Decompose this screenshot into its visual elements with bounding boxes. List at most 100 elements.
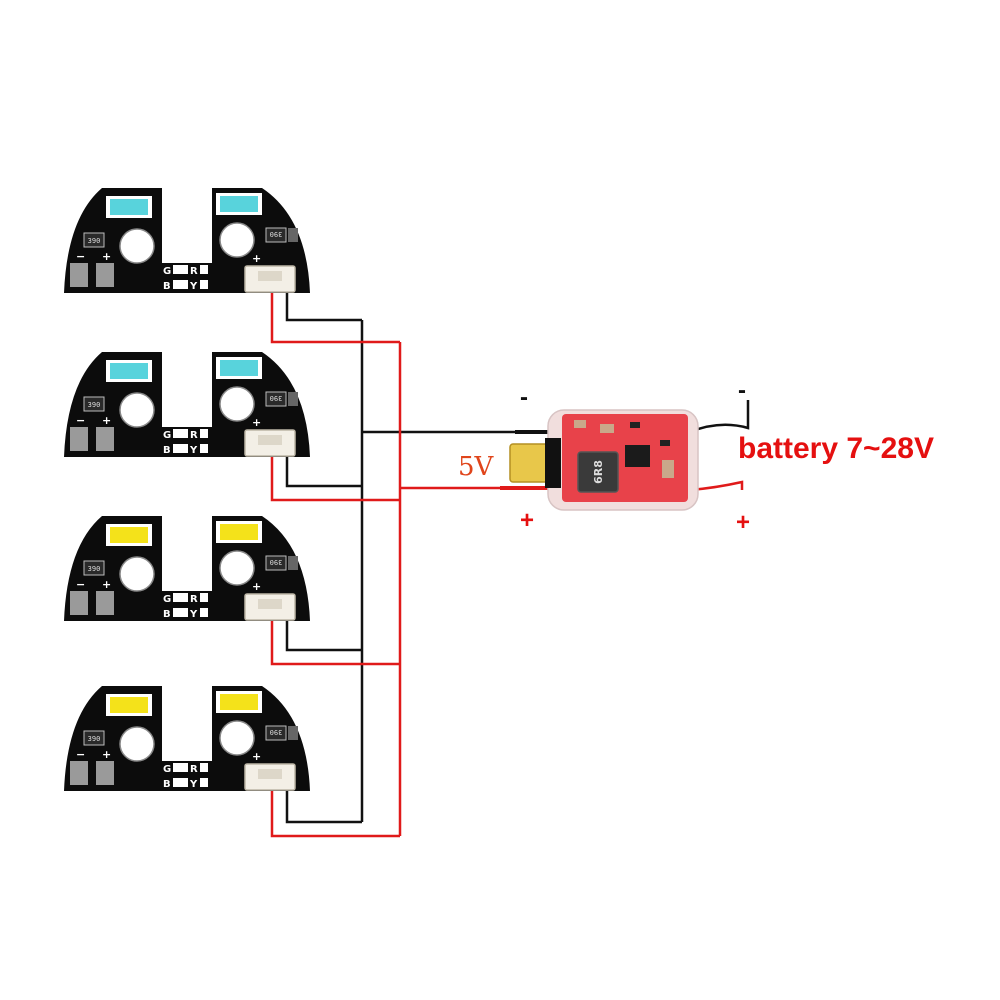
resistor: [83, 560, 105, 576]
pad-minus-label: −: [76, 250, 85, 263]
solder-pad: [70, 761, 88, 785]
signal-pad-label: B: [163, 779, 171, 790]
smd-component: [288, 726, 298, 740]
pad-minus-label: −: [76, 414, 85, 427]
signal-pad-label: G: [163, 430, 171, 441]
mounting-hole: [119, 228, 155, 264]
mounting-hole: [119, 392, 155, 428]
voltage-regulator-module: 6R8 5V battery 7~28V - + - +: [458, 377, 934, 536]
solder-pad: [96, 761, 114, 785]
signal-pad: [173, 429, 181, 438]
signal-pad: [200, 608, 208, 617]
input-voltage-label: battery 7~28V: [738, 432, 934, 465]
connector-plus-label: +: [252, 750, 261, 763]
solder-pad: [70, 263, 88, 287]
resistor: [265, 725, 287, 741]
resistor-marking: 390: [88, 565, 101, 573]
signal-pad: [180, 763, 188, 772]
connector-plus-label: +: [252, 252, 261, 265]
negative-bus: [360, 320, 515, 822]
signal-pad-label: B: [163, 609, 171, 620]
signal-pad: [200, 763, 208, 772]
pad-plus-label: +: [102, 578, 111, 591]
resistor-marking: 390: [270, 394, 283, 402]
smd-component: [288, 228, 298, 242]
smd-component: [288, 556, 298, 570]
signal-pad-label: Y: [189, 779, 198, 790]
board-1-red-lead: [270, 292, 400, 344]
regulator-ic: [625, 445, 650, 467]
signal-pad: [180, 280, 188, 289]
smd-capacitor: [574, 420, 586, 428]
board-2-black-lead: [285, 452, 362, 488]
signal-pad: [180, 444, 188, 453]
signal-pad-label: G: [163, 764, 171, 775]
signal-pad: [200, 593, 208, 602]
signal-pad-label: R: [190, 764, 198, 775]
smd-component: [288, 392, 298, 406]
signal-pad: [173, 608, 181, 617]
board-4-black-lead: [285, 786, 362, 824]
resistor-marking: 390: [88, 401, 101, 409]
signal-pad: [173, 280, 181, 289]
signal-pad-label: G: [163, 594, 171, 605]
led-chip-lens: [110, 199, 148, 215]
resistor-marking: 390: [270, 728, 283, 736]
signal-pad: [173, 778, 181, 787]
output-plus-sign: +: [520, 507, 534, 534]
pad-plus-label: +: [102, 748, 111, 761]
signal-pad: [180, 593, 188, 602]
led-chip-lens: [220, 524, 258, 540]
mounting-hole: [219, 720, 255, 756]
pad-plus-label: +: [102, 250, 111, 263]
led-chip-lens: [220, 196, 258, 212]
pad-plus-label: +: [102, 414, 111, 427]
signal-pad-label: Y: [189, 609, 198, 620]
signal-pad-label: R: [190, 594, 198, 605]
resistor-marking: 390: [270, 230, 283, 238]
signal-pad-label: R: [190, 266, 198, 277]
signal-pad: [173, 593, 181, 602]
led-chip-lens: [220, 694, 258, 710]
signal-pad: [180, 778, 188, 787]
input-plus-sign: +: [736, 509, 750, 536]
led-chip-lens: [110, 363, 148, 379]
signal-pad: [200, 778, 208, 787]
signal-pad: [200, 280, 208, 289]
mounting-hole: [219, 386, 255, 422]
resistor: [83, 396, 105, 412]
solder-pad: [96, 263, 114, 287]
mounting-hole: [219, 222, 255, 258]
signal-pad: [180, 265, 188, 274]
inductor-marking: 6R8: [592, 460, 605, 484]
board-1-black-lead: [285, 292, 362, 322]
board-2-red-lead: [270, 452, 400, 502]
connector-plus-label: +: [252, 416, 261, 429]
smd-capacitor: [600, 424, 614, 433]
signal-pad: [180, 429, 188, 438]
smd-resistor: [630, 422, 640, 428]
smd-resistor: [660, 440, 670, 446]
signal-pad-label: Y: [189, 445, 198, 456]
board-4-red-lead: [270, 786, 400, 838]
signal-pad-label: Y: [189, 281, 198, 292]
resistor-marking: 390: [270, 558, 283, 566]
led-chip-lens: [220, 360, 258, 376]
signal-pad: [200, 429, 208, 438]
solder-pad: [70, 427, 88, 451]
resistor-marking: 390: [88, 735, 101, 743]
resistor: [83, 730, 105, 746]
resistor: [265, 555, 287, 571]
pad-minus-label: −: [76, 748, 85, 761]
input-minus-sign: -: [738, 377, 746, 404]
led-chip-lens: [110, 697, 148, 713]
signal-pad-label: R: [190, 430, 198, 441]
signal-pad-label: B: [163, 445, 171, 456]
output-voltage-label: 5V: [458, 452, 495, 482]
